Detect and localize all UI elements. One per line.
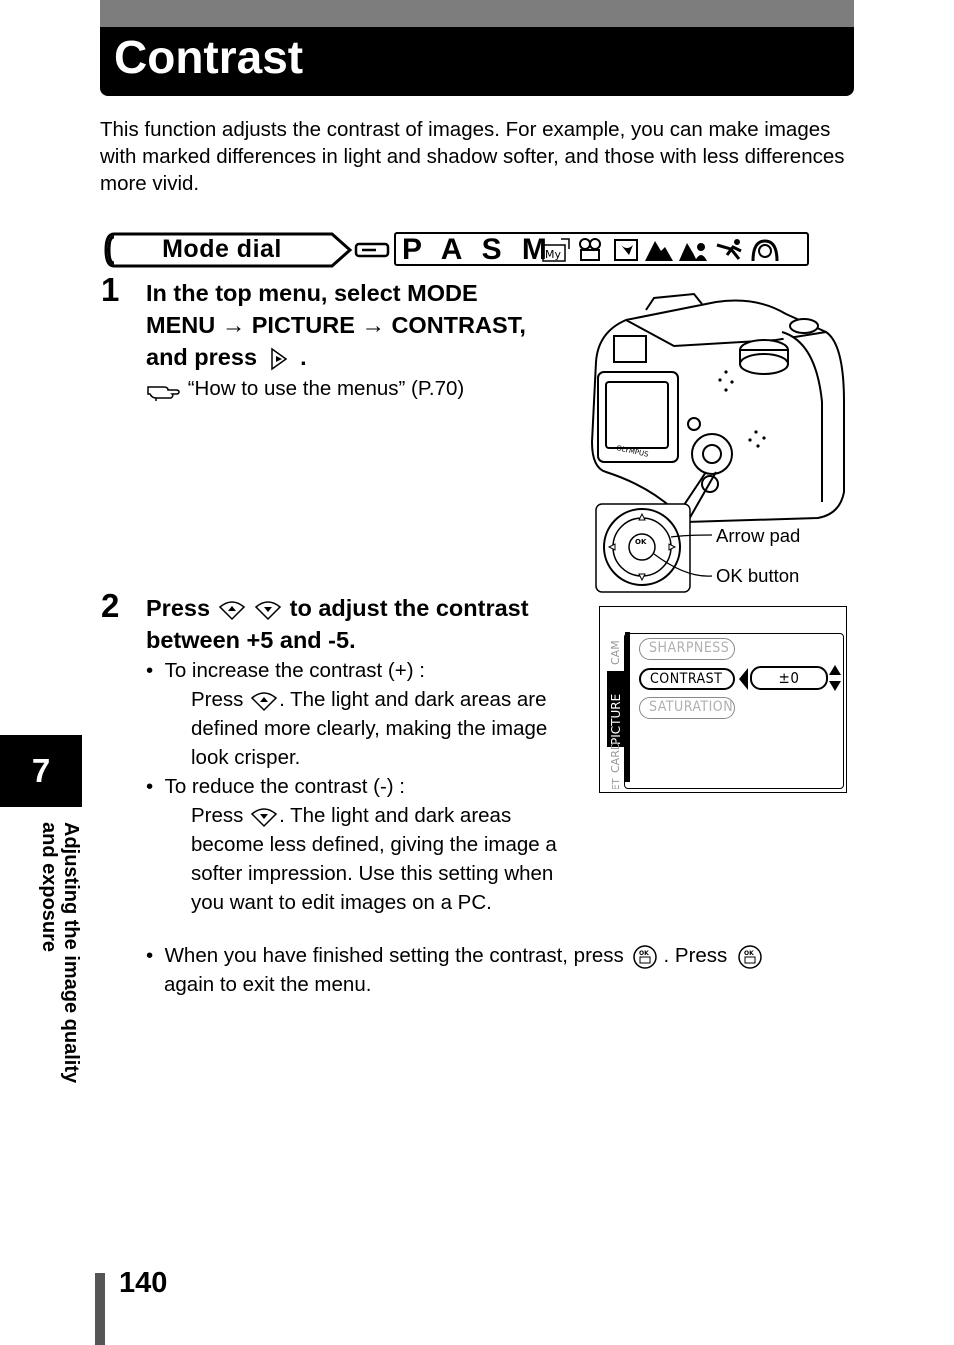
up-down-triangle-icon [829,665,841,691]
my-mode-icon: My [542,238,570,262]
bullet2-body: Press . The light and dark areas become … [146,801,596,917]
svg-text:OK: OK [639,950,649,957]
bullet1-line1: Press . The light and dark areas are [191,685,596,714]
movie-icon [579,238,601,261]
chapter-number: 7 [31,752,51,789]
arrow-down-button-icon [254,601,282,620]
step2-line1-prefix: Press [146,595,211,621]
page-number-bar [95,1273,105,1345]
page-number: 140 [119,1267,168,1299]
bullet1-rest3: look crisper. [191,746,301,769]
step1-number: 1 [101,271,120,308]
step2-instruction: Press to adjust the contrast between +5 … [146,592,586,656]
final-note-part1: When you have finished setting the contr… [164,944,624,967]
pointing-hand-icon [147,385,180,401]
svg-text:My: My [545,248,561,261]
menu-panel [624,633,844,789]
arrow-right-button-icon [270,347,287,371]
bullet2-rest3: softer impression. Use this setting when [191,862,554,885]
mode-dial-row: Mode dial P A S M My [104,232,814,268]
bullet2-title: • To reduce the contrast (-) : [146,775,405,798]
menu-tabs: CAM PICTURE CARD SET [607,632,630,789]
left-triangle-icon [739,668,748,690]
final-note: • When you have finished setting the con… [146,941,836,999]
sports-icon [716,239,742,260]
bullet1-rest1: . The light and dark areas are [279,688,547,711]
step1-line2: MENU → PICTURE → CONTRAST, [146,312,526,338]
step1-line3-suffix: . [300,344,307,370]
arrow-up-button-icon [218,601,245,620]
night-scene-icon [614,239,638,261]
bullet2-rest1: . The light and dark areas [279,804,512,827]
bullet1-title: • To increase the contrast (+) : [146,659,425,682]
bullet1-body: Press . The light and dark areas are def… [146,685,596,772]
title-bar: Contrast [100,0,854,96]
bullet2-title-text: To reduce the contrast (-) : [164,775,405,798]
contrast-value[interactable]: ±0 [750,666,828,690]
menu-item-contrast[interactable]: CONTRAST [639,668,735,690]
bullet2-press: Press [191,804,244,827]
menu-item-saturation[interactable]: SATURATION [639,697,735,719]
mode-icons-box: P A S M My [394,232,809,266]
tab-cam: CAM [609,640,622,665]
intro-paragraph: This function adjusts the contrast of im… [100,118,845,195]
landscape-portrait-icon [679,243,707,261]
final-note-line1: • When you have finished setting the con… [146,941,836,970]
page-title: Contrast [114,31,304,83]
bullet1-rest2: defined more clearly, making the image [191,717,548,740]
bullet1-press: Press [191,688,244,711]
svg-text:OK: OK [744,950,754,957]
step1-line1: In the top menu, select MODE [146,280,478,306]
chapter-title: Adjusting the image quality and exposure [32,822,82,1142]
chapter-tab: 7 [0,735,82,807]
ok-button-icon: OK [738,944,762,969]
scene-mode-icons: My [542,238,779,262]
bullet2-rest2: become less defined, giving the image a [191,833,557,856]
chapter-title-line1: Adjusting the image quality [60,822,82,1084]
arrow-pad-label: Arrow pad [716,525,801,546]
mode-letters: P A S M [402,233,553,266]
menu-item-sharpness[interactable]: SHARPNESS [639,638,735,660]
mode-dial-arrow-shape [104,232,353,268]
tab-card: CARD [609,742,622,773]
step1-line3: and press . [146,341,586,373]
step1-reference-text: “How to use the menus” (P.70) [187,377,465,400]
ok-button-icon: OK [632,944,657,969]
step2-number: 2 [101,587,120,624]
tab-set: SET [611,777,622,789]
bullet2-rest4: you want to edit images on a PC. [191,891,492,914]
step2-bullets: • To increase the contrast (+) : Press .… [146,656,596,917]
chapter-title-line2: and exposure [38,822,60,953]
final-note-line2: again to exit the menu. [164,973,372,996]
landscape-icon [645,241,673,261]
step1-reference: “How to use the menus” (P.70) [146,374,566,403]
step1-instruction: In the top menu, select MODE MENU → PICT… [146,277,586,373]
ok-label: OK [635,538,647,546]
bullet2-line1: Press . The light and dark areas [191,801,596,830]
step1-line3-prefix: and press [146,344,258,370]
setup-icon [354,242,390,258]
portrait-icon [751,239,779,262]
final-note-part2: . Press [663,944,728,967]
tab-picture: PICTURE [609,694,623,745]
step2-line1: Press to adjust the contrast [146,592,586,624]
mode-dial-label: Mode dial [104,232,353,268]
menu-screen: CAM PICTURE CARD SET SHARPNESS CONTRAST … [599,606,847,793]
camera-illustration: OLYMPUS OK [590,292,845,593]
mode-dial-text: Mode dial [162,235,282,263]
step2-line1-suffix: to adjust the contrast [289,595,529,621]
step2-line2: between +5 and -5. [146,627,356,653]
bullet1-title-text: To increase the contrast (+) : [164,659,425,682]
arrow-up-button-icon [250,691,278,711]
title-bar-top [100,0,854,27]
arrow-down-button-icon [250,807,278,827]
ok-button-label: OK button [716,565,800,586]
